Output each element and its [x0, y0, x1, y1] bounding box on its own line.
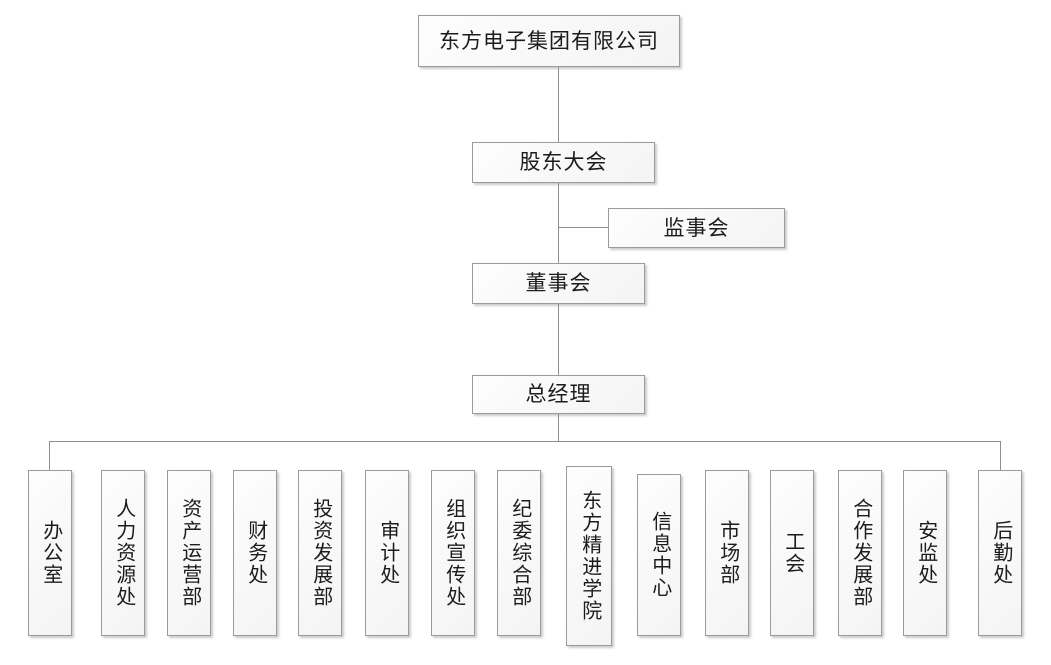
node-department-1-label: 办公室 [39, 520, 62, 586]
node-department-7[interactable]: 组织宣传处 [431, 470, 475, 636]
node-company[interactable]: 东方电子集团有限公司 [418, 15, 680, 67]
node-department-6[interactable]: 审计处 [365, 470, 409, 636]
node-supervisory-board-label: 监事会 [663, 215, 730, 240]
node-department-9-label: 东方精进学院 [578, 490, 601, 622]
node-department-3[interactable]: 资产运营部 [167, 470, 211, 636]
node-department-2[interactable]: 人力资源处 [101, 470, 145, 636]
node-department-15-label: 后勤处 [989, 520, 1012, 586]
node-department-14-label: 安监处 [914, 520, 937, 586]
connector-trunk-to-supervisory [558, 227, 609, 228]
node-department-11-label: 市场部 [716, 520, 739, 586]
node-board-of-directors[interactable]: 董事会 [472, 263, 645, 304]
connector-bus-to-first-department [49, 441, 50, 471]
node-department-8-label: 纪委综合部 [508, 498, 531, 608]
node-department-5[interactable]: 投资发展部 [298, 470, 342, 636]
node-department-7-label: 组织宣传处 [442, 498, 465, 608]
node-department-8[interactable]: 纪委综合部 [497, 470, 541, 636]
connector-gm-to-bus [558, 414, 559, 442]
node-department-5-label: 投资发展部 [309, 498, 332, 608]
node-department-14[interactable]: 安监处 [903, 470, 947, 636]
node-department-10-label: 信息中心 [648, 511, 671, 599]
node-department-13[interactable]: 合作发展部 [838, 470, 882, 636]
node-general-manager-label: 总经理 [525, 382, 592, 407]
connector-company-to-shareholders [558, 67, 559, 142]
node-department-12[interactable]: 工会 [770, 470, 814, 636]
node-company-label: 东方电子集团有限公司 [439, 28, 659, 53]
node-department-13-label: 合作发展部 [849, 498, 872, 608]
node-department-6-label: 审计处 [376, 520, 399, 586]
node-board-of-directors-label: 董事会 [525, 271, 592, 296]
connector-department-bus [49, 441, 1001, 442]
connector-bus-to-last-department [1000, 441, 1001, 471]
node-department-11[interactable]: 市场部 [705, 470, 749, 636]
node-department-12-label: 工会 [781, 531, 804, 575]
node-department-2-label: 人力资源处 [112, 498, 135, 608]
node-supervisory-board[interactable]: 监事会 [608, 208, 785, 248]
node-department-10[interactable]: 信息中心 [637, 474, 681, 636]
node-general-manager[interactable]: 总经理 [472, 375, 645, 414]
node-shareholders-meeting-label: 股东大会 [519, 150, 608, 175]
node-department-15[interactable]: 后勤处 [978, 470, 1022, 636]
node-shareholders-meeting[interactable]: 股东大会 [472, 142, 655, 183]
connector-board-to-gm [558, 304, 559, 376]
connector-shareholders-to-board [558, 183, 559, 264]
node-department-1[interactable]: 办公室 [28, 470, 72, 636]
node-department-9[interactable]: 东方精进学院 [566, 466, 612, 646]
node-department-4[interactable]: 财务处 [233, 470, 277, 636]
node-department-4-label: 财务处 [244, 520, 267, 586]
node-department-3-label: 资产运营部 [178, 498, 201, 608]
